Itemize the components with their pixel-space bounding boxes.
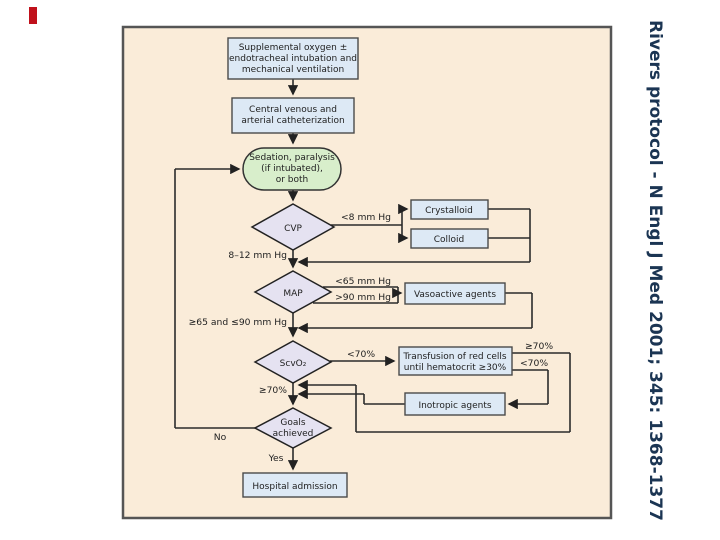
flow-connectors (174, 79, 571, 471)
node-text: Vasoactive agents (414, 290, 496, 300)
edge-label-transfusion-high: ≥70% (525, 341, 553, 352)
node-hospital-admission: Hospital admission (242, 472, 348, 498)
node-text: Crystalloid (425, 206, 473, 216)
process-box (231, 97, 355, 134)
node-crystalloid: Crystalloid (410, 199, 489, 220)
node-sedation: Sedation, paralysis (if intubated), or b… (242, 147, 342, 191)
red-accent-marker (29, 7, 37, 24)
node-text: mechanical ventilation (242, 65, 344, 75)
node-text: ScvO₂ (280, 359, 307, 369)
node-text: (if intubated), (261, 164, 323, 174)
decision-diamond (253, 340, 333, 384)
node-goals-decision: Goals achieved (253, 407, 333, 449)
decision-diamond (253, 270, 333, 314)
edge-label-map-high: >90 mm Hg (335, 292, 391, 303)
node-text: Inotropic agents (418, 401, 491, 411)
node-text: until hematocrit ≥30% (404, 363, 507, 373)
node-text: endotracheal intubation and (229, 54, 357, 64)
process-box (404, 282, 506, 305)
node-inotropic: Inotropic agents (404, 392, 506, 416)
decision-diamond (253, 407, 333, 449)
edge-label-yes: Yes (268, 453, 284, 464)
node-text: Hospital admission (252, 482, 337, 492)
node-text: Colloid (434, 235, 465, 245)
node-transfusion: Transfusion of red cells until hematocri… (398, 346, 513, 376)
node-scvo2-decision: ScvO₂ (253, 340, 333, 384)
edge-label-map-target: ≥65 and ≤90 mm Hg (189, 317, 287, 328)
process-box (398, 346, 513, 376)
process-box (242, 472, 348, 498)
node-text: CVP (284, 224, 302, 234)
edge-label-cvp-target: 8–12 mm Hg (228, 250, 287, 261)
edge-labels: <8 mm Hg 8–12 mm Hg <65 mm Hg >90 mm Hg … (189, 212, 554, 464)
edge-label-map-low: <65 mm Hg (335, 276, 391, 287)
edge-label-cvp-low: <8 mm Hg (341, 212, 391, 223)
node-text: Goals (280, 418, 305, 428)
node-text: Supplemental oxygen ± (239, 43, 348, 53)
node-colloid: Colloid (410, 228, 489, 249)
node-supplemental-oxygen: Supplemental oxygen ± endotracheal intub… (227, 37, 359, 80)
node-text: or both (276, 175, 309, 185)
decision-diamond (250, 203, 336, 251)
node-map-decision: MAP (253, 270, 333, 314)
node-text: achieved (273, 429, 314, 439)
node-text: Transfusion of red cells (402, 352, 507, 362)
edge-label-transfusion-low: <70% (520, 358, 548, 369)
edge-label-scvo2-target: ≥70% (259, 385, 287, 396)
node-vasoactive: Vasoactive agents (404, 282, 506, 305)
figure-panel (121, 25, 613, 520)
edge-label-scvo2-low: <70% (347, 349, 375, 360)
edge-label-no: No (214, 432, 227, 443)
node-text: Central venous and (249, 105, 337, 115)
node-text: Sedation, paralysis (249, 153, 335, 163)
node-text: arterial catheterization (241, 116, 344, 126)
process-box (404, 392, 506, 416)
node-cvp-decision: CVP (250, 203, 336, 251)
node-catheterization: Central venous and arterial catheterizat… (231, 97, 355, 134)
process-box (227, 37, 359, 80)
citation-caption: Rivers protocol - N Engl J Med 2001; 345… (645, 19, 665, 521)
terminal-oval (242, 147, 342, 191)
process-box (410, 199, 489, 220)
process-box (410, 228, 489, 249)
node-text: MAP (283, 289, 303, 299)
